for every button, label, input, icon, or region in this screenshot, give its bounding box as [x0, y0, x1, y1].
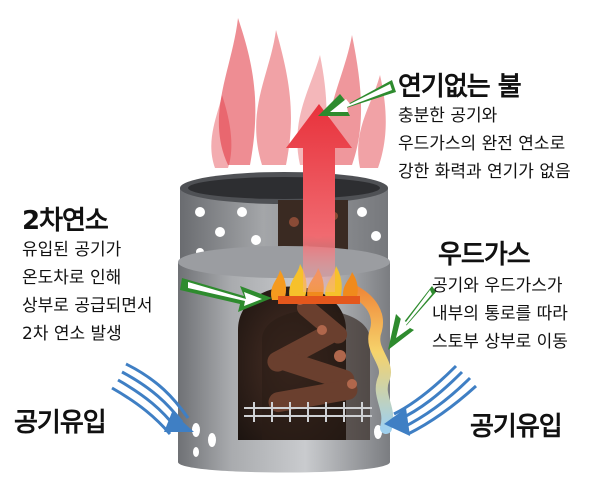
air-inflow-arrow-right: [384, 364, 478, 436]
wood-gas-arrow: [388, 286, 436, 350]
smokeless-fire-arrow: [318, 80, 396, 116]
air-inflow-label-left: 공기유입: [14, 408, 107, 438]
air-inflow-label-right: 공기유입: [470, 412, 563, 442]
smokeless-fire-title: 연기없는 불: [398, 72, 522, 102]
description-line: 온도차로 인해: [22, 268, 122, 288]
description-line: 2차 연소 발생: [22, 324, 122, 344]
secondary-combustion-arrow: [180, 278, 272, 312]
description-line: 유입된 공기가: [22, 240, 122, 260]
description-line: 내부의 통로를 따라: [432, 304, 568, 324]
stove-body: [178, 246, 390, 473]
wood-gas-channel: [346, 284, 394, 434]
description-line: 강한 화력과 연기가 없음: [398, 162, 571, 182]
description-line: 공기와 우드가스가: [432, 276, 563, 296]
description-line: 스토부 상부로 이동: [432, 332, 568, 352]
secondary-combustion-description: 유입된 공기가 온도차로 인해 상부로 공급되면서 2차 연소 발생: [22, 236, 153, 348]
description-line: 충분한 공기와: [398, 106, 498, 126]
air-inflow-arrow-left: [111, 362, 194, 435]
wood-gas-description: 공기와 우드가스가 내부의 통로를 따라 스토부 상부로 이동: [432, 272, 568, 356]
wood-gas-title: 우드가스: [438, 240, 531, 270]
description-line: 우드가스의 완전 연소로: [398, 134, 566, 154]
hot-air-up-arrow: [286, 104, 352, 292]
grate: [244, 402, 372, 422]
smokeless-fire-description: 충분한 공기와 우드가스의 완전 연소로 강한 화력과 연기가 없음: [398, 102, 571, 186]
description-line: 상부로 공급되면서: [22, 296, 153, 316]
secondary-combustion-title: 2차연소: [22, 206, 109, 236]
